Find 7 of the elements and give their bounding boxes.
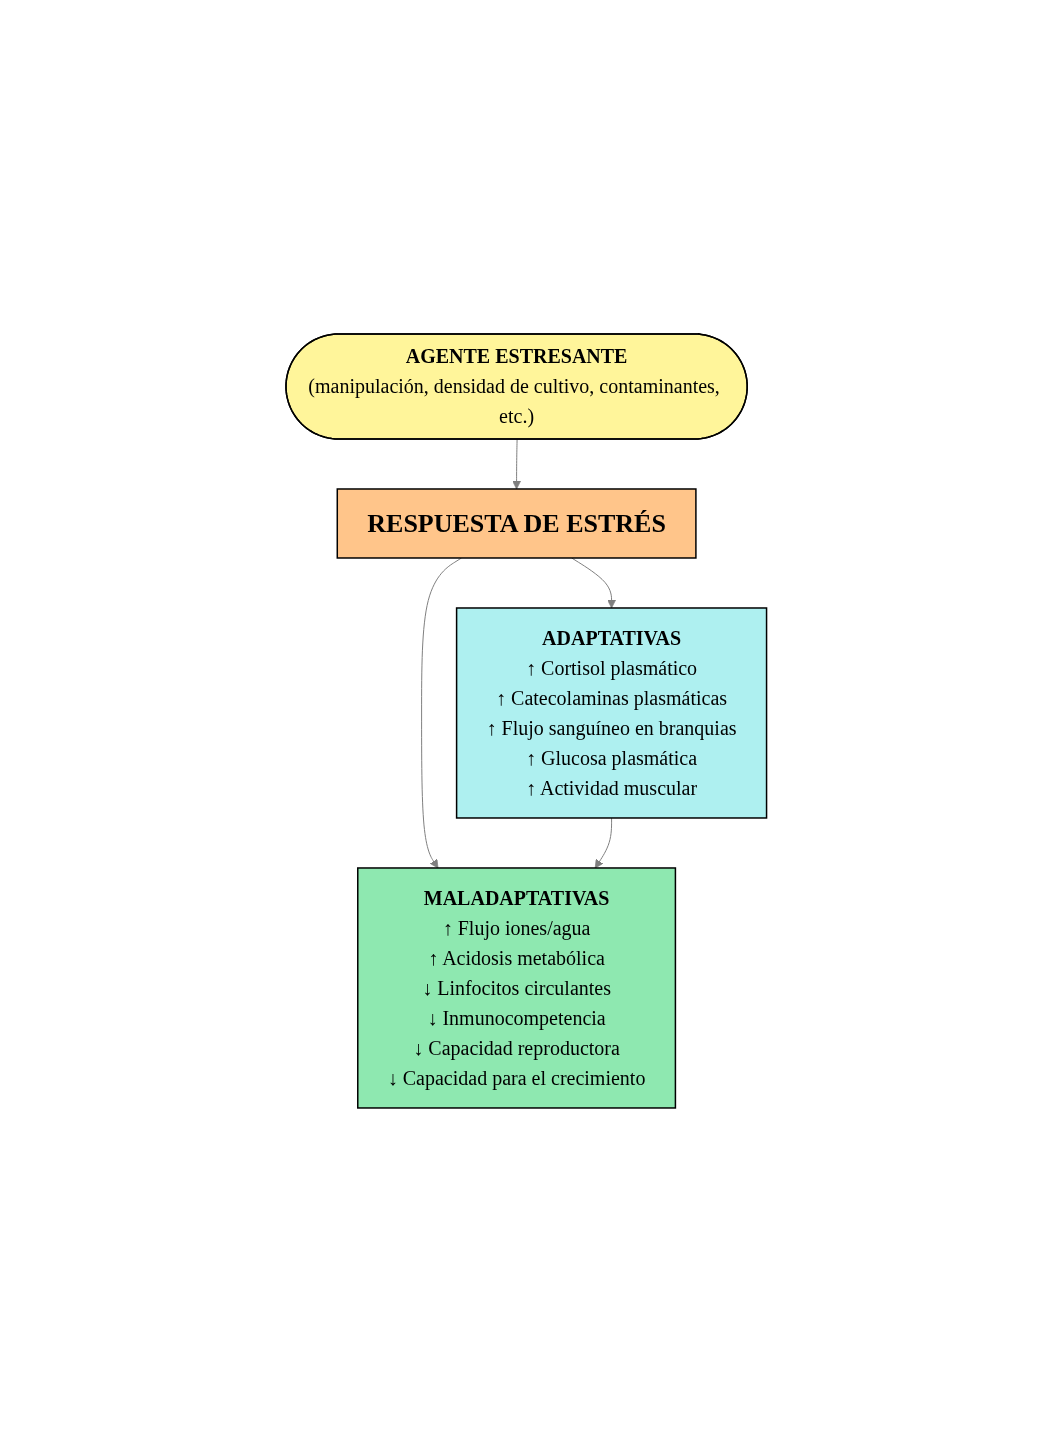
arrow xyxy=(595,817,613,868)
node-box: RESPUESTA DE ESTRÉS xyxy=(336,487,697,559)
arrow xyxy=(421,557,463,868)
node-box: MALADAPTATIVAS ↑ Flujo iones/agua ↑ Acidosis metabólica ↓ Linfocitos circulantes ↓ Inmunocompetencia ↓ Capacidad reproductora ↓ Capacidad para el crecimiento xyxy=(357,866,677,1109)
arrow xyxy=(571,557,617,608)
arrow xyxy=(512,438,522,489)
node-box: ADAPTATIVAS ↑ Cortisol plasmático ↑ Catecolaminas plasmáticas ↑ Flujo sanguíneo en branquias ↑ Glucosa plasmática ↑ Actividad muscular xyxy=(456,606,768,819)
